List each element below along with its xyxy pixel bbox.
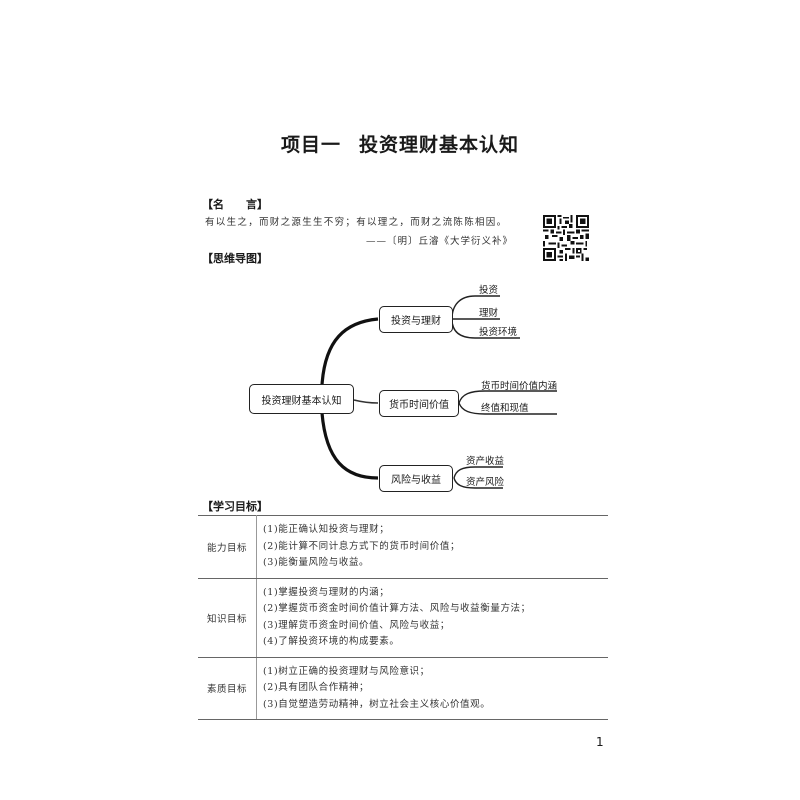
mindmap-branch-node[interactable]: 货币时间价值 xyxy=(379,390,459,417)
mindmap-heading: 【思维导图】 xyxy=(202,252,268,265)
mindmap-root-node[interactable]: 投资理财基本认知 xyxy=(249,384,354,414)
motto-source: ——〔明〕丘濬《大学衍义补》 xyxy=(366,236,514,247)
title-prefix: 项目一 xyxy=(280,134,341,156)
goals-heading: 【学习目标】 xyxy=(202,500,268,513)
mindmap-leaf[interactable]: 终值和现值 xyxy=(481,403,529,414)
page-number: 1 xyxy=(596,735,604,749)
goal-category-label: 能力目标 xyxy=(198,515,257,579)
mindmap-branch-node[interactable]: 投资与理财 xyxy=(379,306,453,333)
goal-category-label: 知识目标 xyxy=(198,577,257,658)
goal-item: (4)了解投资环境的构成要素。 xyxy=(263,636,400,647)
mindmap-leaf[interactable]: 资产收益 xyxy=(466,456,505,467)
mindmap-leaf[interactable]: 货币时间价值内涵 xyxy=(481,381,558,392)
goal-item: (3)自觉塑造劳动精神，树立社会主义核心价值观。 xyxy=(263,698,491,710)
qr-code-icon[interactable] xyxy=(543,215,589,261)
learning-goals-table: 能力目标 (1)能正确认知投资与理财； (2)能计算不同计息方式下的货币时间价值… xyxy=(198,515,608,720)
page-title: 项目一投资理财基本认知 xyxy=(0,130,800,157)
goal-item: (1)掌握投资与理财的内涵； xyxy=(263,586,390,598)
table-row: 素质目标 (1)树立正确的投资理财与风险意识； (2)具有团队合作精神； (3)… xyxy=(198,656,608,720)
mindmap-leaf[interactable]: 投资 xyxy=(479,285,499,296)
mindmap-leaf[interactable]: 投资环境 xyxy=(479,327,518,338)
connector-root-branch-1 xyxy=(320,317,379,386)
goal-item: (3)能衡量风险与收益。 xyxy=(263,557,370,568)
table-row: 知识目标 (1)掌握投资与理财的内涵； (2)掌握货币资金时间价值计算方法、风险… xyxy=(198,577,608,658)
goal-item: (1)能正确认知投资与理财； xyxy=(263,524,390,535)
goal-category-label: 素质目标 xyxy=(198,656,257,720)
goal-item: (2)具有团队合作精神； xyxy=(263,682,370,693)
goal-item: (2)能计算不同计息方式下的货币时间价值； xyxy=(263,540,461,552)
goal-item: (3)理解货币资金时间价值、风险与收益； xyxy=(263,619,450,631)
mindmap-leaf[interactable]: 理财 xyxy=(479,308,499,319)
goal-item: (1)树立正确的投资理财与风险意识； xyxy=(263,665,430,677)
title-main: 投资理财基本认知 xyxy=(359,134,520,156)
motto-quote: 有以生之，而财之源生生不穷；有以理之，而财之流陈陈相因。 xyxy=(205,217,508,228)
motto-heading: 【名 言】 xyxy=(202,198,268,211)
connector-root-branch-2 xyxy=(353,399,379,404)
mindmap-branch-node[interactable]: 风险与收益 xyxy=(379,465,453,492)
mindmap-leaf[interactable]: 资产风险 xyxy=(466,477,505,488)
goal-item: (2)掌握货币资金时间价值计算方法、风险与收益衡量方法； xyxy=(263,603,531,614)
connector-root-branch-3 xyxy=(320,412,379,480)
table-row: 能力目标 (1)能正确认知投资与理财； (2)能计算不同计息方式下的货币时间价值… xyxy=(198,515,608,579)
